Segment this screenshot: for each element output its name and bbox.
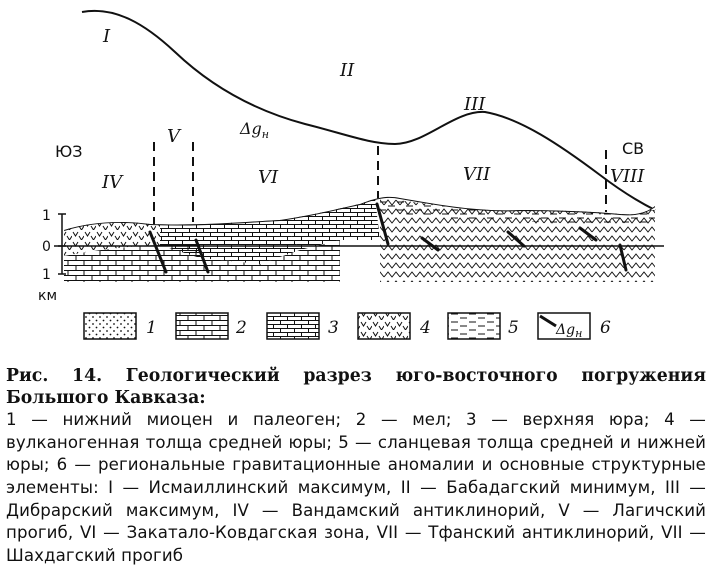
zone-label-v: V	[167, 126, 182, 147]
zone-label-iii: III	[463, 94, 486, 115]
legend-item-3: 3	[266, 312, 339, 340]
legend-item-1: 1	[83, 312, 157, 340]
figure-caption: Рис. 14. Геологический разрез юго-восточ…	[6, 366, 706, 567]
svg-text:6: 6	[600, 318, 611, 338]
depth-tick-zero: 0	[42, 239, 51, 255]
legend-item-4: 4	[357, 312, 431, 340]
caption-body: 1 — нижний миоцен и палеоген; 2 — мел; 3…	[6, 410, 706, 565]
northeast-label: СВ	[622, 139, 644, 158]
depth-scale: 1 0 1 км	[38, 208, 66, 304]
gravity-anomaly-curve	[81, 9, 656, 211]
legend-item-6: Δgн 6	[537, 312, 611, 340]
svg-text:1: 1	[146, 318, 157, 338]
legend-item-5: 5	[447, 312, 519, 340]
svg-text:4: 4	[419, 318, 431, 338]
svg-text:Δgн: Δgн	[555, 322, 582, 340]
southwest-label: ЮЗ	[55, 142, 83, 161]
svg-text:3: 3	[328, 318, 339, 338]
svg-text:2: 2	[235, 318, 247, 338]
depth-tick-bottom: 1	[42, 267, 51, 283]
zone-label-vi: VI	[258, 167, 279, 188]
zone-label-vii: VII	[463, 164, 491, 185]
gravity-label: Δgн	[239, 119, 269, 141]
zone-label-iv: IV	[101, 172, 124, 193]
zone-label-viii: VIII	[610, 166, 645, 187]
zone-boundaries	[153, 142, 607, 225]
svg-text:5: 5	[508, 318, 519, 338]
legend: 1 2 3 4 5 Δgн 6	[83, 312, 611, 340]
geological-section-figure: I II III IV V VI VII VIII Δgн ЮЗ СВ	[38, 9, 664, 340]
depth-tick-top: 1	[42, 208, 51, 224]
zone-label-i: I	[102, 26, 111, 47]
zone-label-ii: II	[339, 60, 355, 81]
legend-item-2: 2	[175, 312, 247, 340]
cross-section	[64, 196, 655, 282]
caption-title: Рис. 14. Геологический разрез юго-восточ…	[6, 366, 706, 408]
depth-unit: км	[38, 288, 57, 304]
